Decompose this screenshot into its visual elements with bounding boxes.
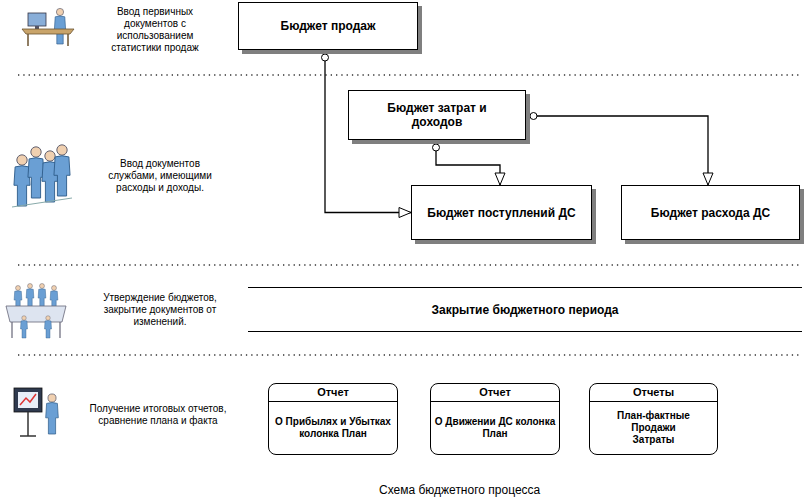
report-header: Отчет <box>431 384 559 402</box>
flow-connector <box>534 116 709 185</box>
separator-lines <box>18 75 802 355</box>
staff-group-icon <box>12 145 72 207</box>
stage-description: Утверждение бюджетов, закрытие документо… <box>94 292 226 328</box>
connector-start-dot <box>322 54 329 61</box>
box-label: Закрытие бюджетного периода <box>431 303 618 317</box>
budget-box: Бюджет поступлений ДС <box>411 185 592 240</box>
report-box: ОтчетыПлан-фактные Продажи Затраты <box>589 383 718 455</box>
report-box: ОтчетО Движении ДС колонка План <box>430 383 560 455</box>
report-body: О Прибылях и Убытках колонка План <box>269 402 397 454</box>
report-body: О Движении ДС колонка План <box>431 402 559 454</box>
report-box: ОтчетО Прибылях и Убытках колонка План <box>268 383 398 455</box>
period-band: Закрытие бюджетного периода <box>248 287 802 332</box>
box-label: Бюджет поступлений ДС <box>427 206 575 220</box>
report-header: Отчеты <box>590 384 717 402</box>
connector-start-dot <box>530 113 537 120</box>
budget-box: Бюджет расхода ДС <box>621 185 800 240</box>
stage-description: Ввод первичных документов с использовани… <box>99 6 211 54</box>
report-body: План-фактные Продажи Затраты <box>590 402 717 454</box>
diagram-caption: Схема бюджетного процесса <box>379 483 540 497</box>
box-label: Бюджет расхода ДС <box>651 206 770 220</box>
budget-box: Бюджет затрат и доходов <box>348 90 526 140</box>
connector-start-dot <box>433 144 440 151</box>
box-label: Бюджет продаж <box>281 19 376 33</box>
meeting-icon <box>6 284 66 338</box>
flow-connector <box>436 148 500 186</box>
report-header: Отчет <box>269 384 397 402</box>
box-label: Бюджет затрат и доходов <box>377 101 497 129</box>
clerk-icon <box>22 8 74 46</box>
stage-description: Получение итоговых отчетов, сравнение пл… <box>78 403 238 427</box>
presenter-icon <box>14 388 58 436</box>
stage-description: Ввод документов службами, имеющими расхо… <box>99 158 221 194</box>
budget-box: Бюджет продаж <box>238 2 418 50</box>
